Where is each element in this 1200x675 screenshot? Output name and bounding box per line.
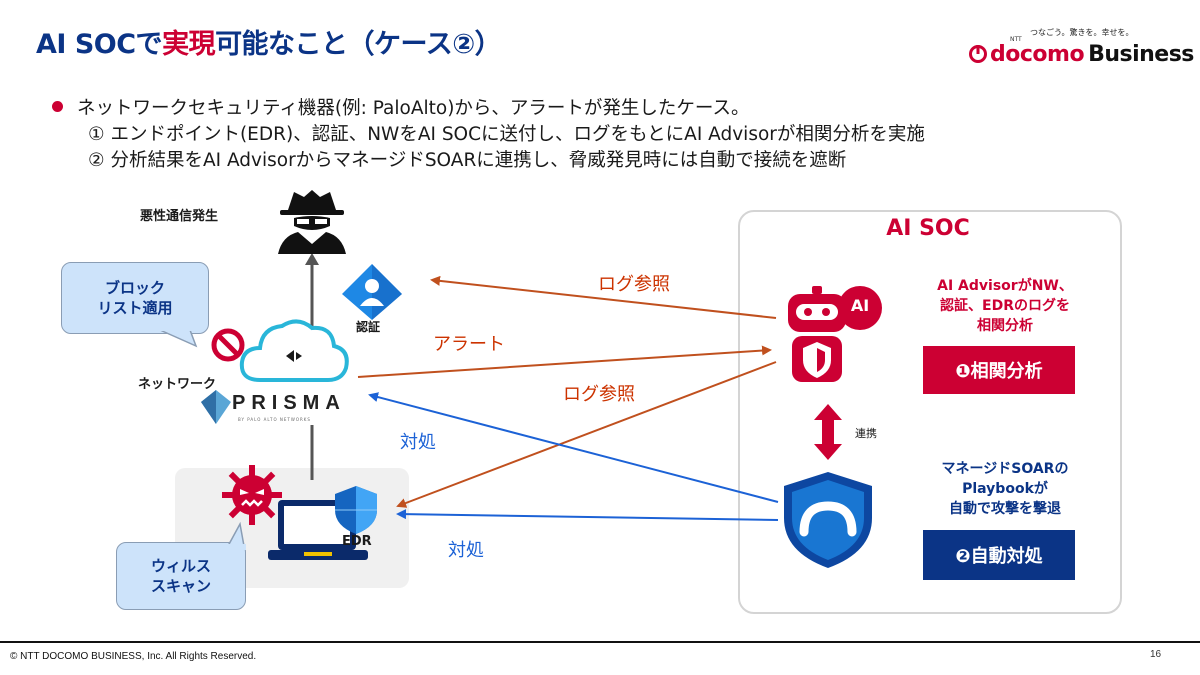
title-pre: AI SOCで bbox=[36, 29, 163, 60]
bullet-sub2: ② 分析結果をAI AdvisorからマネージドSOARに連携し、脅威発見時には… bbox=[88, 150, 847, 171]
page-title: AI SOCで実現可能なこと（ケース②） bbox=[36, 22, 502, 61]
soar-desc-line2: Playbookが bbox=[962, 481, 1048, 497]
arrow-alert bbox=[357, 345, 772, 378]
advisor-desc-line3: 相関分析 bbox=[977, 318, 1033, 334]
log-ref-label-2: ログ参照 bbox=[563, 384, 635, 405]
bullet-list: ネットワークセキュリティ機器(例: PaloAlto)から、アラートが発生したケ… bbox=[52, 96, 925, 174]
action-label-2: 対処 bbox=[448, 540, 484, 561]
prisma-logo-icon bbox=[201, 390, 231, 424]
footer-divider bbox=[0, 641, 1200, 643]
edr-label: EDR bbox=[342, 534, 372, 549]
bullet-dot-icon bbox=[52, 101, 63, 112]
hacker-icon bbox=[278, 190, 346, 254]
cloud-icon bbox=[239, 319, 349, 382]
arrow-action-edr bbox=[396, 509, 779, 521]
link-label: 連携 bbox=[855, 427, 877, 440]
virus-scan-line2: スキャン bbox=[150, 577, 211, 595]
soar-shield-icon bbox=[784, 472, 872, 568]
soar-desc-line1: マネージドSOARの bbox=[941, 461, 1069, 477]
virus-scan-bubble: ウィルススキャン bbox=[116, 542, 246, 610]
threat-label: 悪性通信発生 bbox=[140, 209, 219, 224]
network-label: ネットワーク bbox=[138, 377, 217, 392]
auth-diamond-icon bbox=[342, 264, 402, 320]
advisor-desc-line1: AI AdvisorがNW、 bbox=[937, 278, 1073, 294]
soar-desc: マネージドSOARの Playbookが 自動で攻撃を撃退 bbox=[900, 459, 1110, 519]
log-ref-label-1: ログ参照 bbox=[598, 274, 670, 295]
ai-robot-icon bbox=[788, 286, 882, 382]
docomo-ring-icon bbox=[969, 45, 987, 63]
link-double-arrow bbox=[814, 404, 842, 460]
virus-bubble-tail bbox=[226, 521, 246, 550]
blocklist-line1: ブロック bbox=[104, 279, 165, 297]
action-label-1: 対処 bbox=[400, 432, 436, 453]
copyright: © NTT DOCOMO BUSINESS, Inc. All Rights R… bbox=[10, 651, 257, 662]
prohibited-icon bbox=[211, 328, 245, 362]
brand-docomo: docomo bbox=[990, 41, 1085, 67]
bullet-main-text: ネットワークセキュリティ機器(例: PaloAlto)から、アラートが発生したケ… bbox=[77, 98, 750, 119]
prisma-sub: BY PALO ALTO NETWORKS bbox=[238, 417, 311, 422]
edr-shield-icon bbox=[335, 486, 377, 534]
auth-label: 認証 bbox=[356, 320, 381, 334]
advisor-desc: AI AdvisorがNW、 認証、EDRのログを 相関分析 bbox=[900, 276, 1110, 336]
arrow-action-prisma bbox=[368, 392, 779, 503]
bullet-sub1: ① エンドポイント(EDR)、認証、NWをAI SOCに送付し、ログをもとにAI… bbox=[88, 124, 925, 145]
brand-logo: NTT docomo Business bbox=[968, 36, 1194, 68]
blocklist-line2: リスト適用 bbox=[97, 299, 173, 317]
advisor-desc-line2: 認証、EDRのログを bbox=[940, 298, 1070, 314]
virus-icon bbox=[222, 465, 282, 525]
alert-label: アラート bbox=[433, 334, 505, 355]
ai-soc-title: AI SOC bbox=[886, 216, 970, 241]
uplink-arrowhead bbox=[305, 253, 319, 265]
brand-tagline: つなごう。驚きを。幸せを。 bbox=[1030, 28, 1134, 37]
arrow-log-edr bbox=[396, 361, 777, 508]
auto-response-badge: ❷自動対処 bbox=[923, 530, 1075, 580]
page-number: 16 bbox=[1150, 649, 1162, 660]
arrow-log-auth bbox=[430, 275, 777, 319]
brand-business: Business bbox=[1088, 41, 1194, 67]
bubble-tail bbox=[158, 326, 198, 348]
bullet-main: ネットワークセキュリティ機器(例: PaloAlto)から、アラートが発生したケ… bbox=[52, 96, 925, 122]
title-post: 可能なこと（ケース②） bbox=[215, 29, 502, 60]
soar-desc-line3: 自動で攻撃を撃退 bbox=[949, 501, 1061, 517]
ai-badge: AI bbox=[850, 296, 870, 315]
correlation-analysis-badge: ❶相関分析 bbox=[923, 346, 1075, 394]
brand-ntt: NTT bbox=[1010, 36, 1022, 43]
title-highlight: 実現 bbox=[162, 29, 216, 60]
virus-scan-line1: ウィルス bbox=[150, 557, 211, 575]
prisma-wordmark: PRISMA bbox=[232, 392, 346, 414]
blocklist-bubble: ブロックリスト適用 bbox=[61, 262, 209, 334]
